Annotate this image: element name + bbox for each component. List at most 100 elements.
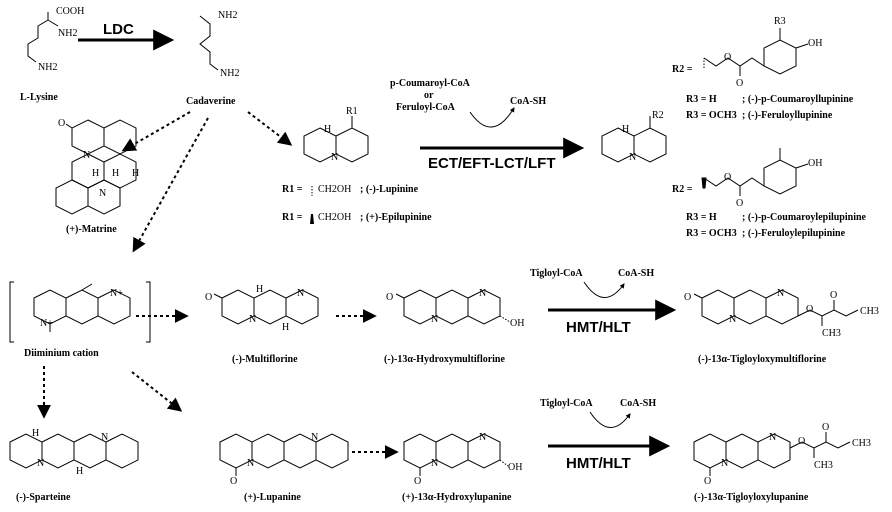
r3-h-top: R3 = H xyxy=(686,94,717,105)
hmt1-enzyme: HMT/HLT xyxy=(566,319,631,336)
tigloyloxylupanine-o1: O xyxy=(704,476,711,487)
matrine-h1: H xyxy=(92,168,99,179)
tigloyloxymultiflorine-n2: N xyxy=(777,288,784,299)
tigloyloxymultiflorine-ch3b: CH3 xyxy=(822,328,841,339)
multiflorine-n1: N xyxy=(249,314,256,325)
tigloyl-coa-1: Tigloyl-CoA xyxy=(530,268,583,279)
ldc-enzyme: LDC xyxy=(103,21,134,38)
tigloyloxylupanine-structure xyxy=(693,432,851,476)
ester-product-structure xyxy=(601,116,667,163)
coash-2: CoA-SH xyxy=(618,268,654,279)
hydroxylupanine-n1: N xyxy=(431,458,438,469)
r2-bottom-structure xyxy=(701,148,809,196)
r3-ome-bottom: R3 = OCH3 xyxy=(686,228,737,239)
epilupinine-wedge-bond xyxy=(310,214,314,224)
sparteine-h1: H xyxy=(32,428,39,439)
ester-r2: R2 xyxy=(652,110,664,121)
hydroxymultiflorine-n2: N xyxy=(479,288,486,299)
tigloyl-coa-2: Tigloyl-CoA xyxy=(540,398,593,409)
multiflorine-label: (-)-Multiflorine xyxy=(232,354,298,365)
coash-1: CoA-SH xyxy=(510,96,546,107)
tigloyloxymultiflorine-structure xyxy=(693,289,859,326)
tigloyloxylupanine-ch3a: CH3 xyxy=(852,438,871,449)
lupanine-label: (+)-Lupanine xyxy=(244,492,301,503)
cadaverine-label: Cadaverine xyxy=(186,96,236,107)
hydroxylupanine-n2: N xyxy=(479,432,486,443)
epilupinine-label: ; (+)-Epilupinine xyxy=(360,212,432,223)
tigloyloxymultiflorine-o3: O xyxy=(830,290,837,301)
to-lupinine-arrow xyxy=(247,111,293,146)
matrine-n2: N xyxy=(99,188,106,199)
tigloyloxylupanine-o2: O xyxy=(798,436,805,447)
r3-ome-top: R3 = OCH3 xyxy=(686,110,737,121)
coumaroylepilupinine-label: ; (-)-p-Coumaroylepilupinine xyxy=(742,212,867,223)
or-label: or xyxy=(424,90,434,101)
lupinine-h: H xyxy=(324,124,331,135)
feruloylepilupinine-label: ; (-)-Feruloylepilupinine xyxy=(742,228,846,239)
r2-top-oh: OH xyxy=(808,38,822,49)
r2-bottom-o: O xyxy=(724,172,731,183)
r2-bottom-oh: OH xyxy=(808,158,822,169)
lupinine-n: N xyxy=(331,152,338,163)
r3-h-bottom: R3 = H xyxy=(686,212,717,223)
matrine-label: (+)-Matrine xyxy=(66,224,117,235)
r2-bottom-eq: R2 = xyxy=(672,184,693,195)
to-diiminium-arrow xyxy=(132,117,209,253)
to-matrine-arrow xyxy=(121,111,191,152)
cadaverine-nh2-top: NH2 xyxy=(218,10,237,21)
lupanine-structure xyxy=(219,433,349,476)
r2-top-r3: R3 xyxy=(774,16,786,27)
matrine-h2: H xyxy=(112,168,119,179)
ester-h: H xyxy=(622,124,629,135)
lupanine-n2: N xyxy=(311,432,318,443)
nh2-alpha-label: NH2 xyxy=(58,28,77,39)
multiflorine-o: O xyxy=(205,292,212,303)
tigloyloxymultiflorine-o2: O xyxy=(806,304,813,315)
diiminium-n2: N+ xyxy=(110,288,123,299)
tigloyloxylupanine-n2: N xyxy=(769,432,776,443)
tigloyloxylupanine-label: (-)-13α-Tigloyloxylupanine xyxy=(694,492,809,503)
lysine-structure xyxy=(27,12,59,63)
ect-enzyme: ECT/EFT-LCT/LFT xyxy=(428,155,555,172)
feruloyl-coa: Feruloyl-CoA xyxy=(396,102,456,113)
hydroxymultiflorine-o: O xyxy=(386,292,393,303)
r2-top-co: O xyxy=(736,78,743,89)
tigloyloxymultiflorine-ch3a: CH3 xyxy=(860,306,879,317)
hydroxylupanine-label: (+)-13α-Hydroxylupanine xyxy=(402,492,512,503)
hydroxymultiflorine-structure xyxy=(395,289,511,325)
coumaroyllupinine-label: ; (-)-p-Coumaroyllupinine xyxy=(742,94,854,105)
nh2-epsilon-label: NH2 xyxy=(38,62,57,73)
hmt2-enzyme: HMT/HLT xyxy=(566,455,631,472)
hydroxymultiflorine-label: (-)-13α-Hydroxymultiflorine xyxy=(384,354,505,365)
hmt1-cofactor-arc xyxy=(583,281,625,298)
r2-bottom-co: O xyxy=(736,198,743,209)
cadaverine-structure xyxy=(199,15,219,71)
multiflorine-h1: H xyxy=(256,284,263,295)
ester-n: N xyxy=(629,152,636,163)
hydroxylupanine-structure xyxy=(403,433,509,476)
diiminium-n1: N+ xyxy=(40,318,53,329)
matrine-n1: N xyxy=(83,150,90,161)
lupanine-o: O xyxy=(230,476,237,487)
r2-top-eq: R2 = xyxy=(672,64,693,75)
diiminium-structure xyxy=(9,281,151,343)
lupanine-n1: N xyxy=(247,458,254,469)
sparteine-structure xyxy=(9,433,139,469)
epilupinine-r1-eq: R1 = xyxy=(282,212,303,223)
cadaverine-nh2-bottom: NH2 xyxy=(220,68,239,79)
tigloyloxylupanine-n1: N xyxy=(721,458,728,469)
hydroxymultiflorine-oh: OH xyxy=(510,318,524,329)
hydroxylupanine-oh: OH xyxy=(508,462,522,473)
hydroxylupanine-o: O xyxy=(414,476,421,487)
matrine-structure xyxy=(55,119,137,215)
epilupinine-ch2oh: CH2OH xyxy=(318,212,351,223)
r2-top-structure xyxy=(703,28,809,76)
ect-cofactor-arc xyxy=(469,107,515,128)
coumaroyl-coa: p-Coumaroyl-CoA xyxy=(390,78,471,89)
tigloyloxylupanine-ch3b: CH3 xyxy=(814,460,833,471)
lysine-label: L-Lysine xyxy=(20,92,58,103)
sparteine-label: (-)-Sparteine xyxy=(16,492,71,503)
cooh-label: COOH xyxy=(56,6,84,17)
hydroxymultiflorine-n1: N xyxy=(431,314,438,325)
